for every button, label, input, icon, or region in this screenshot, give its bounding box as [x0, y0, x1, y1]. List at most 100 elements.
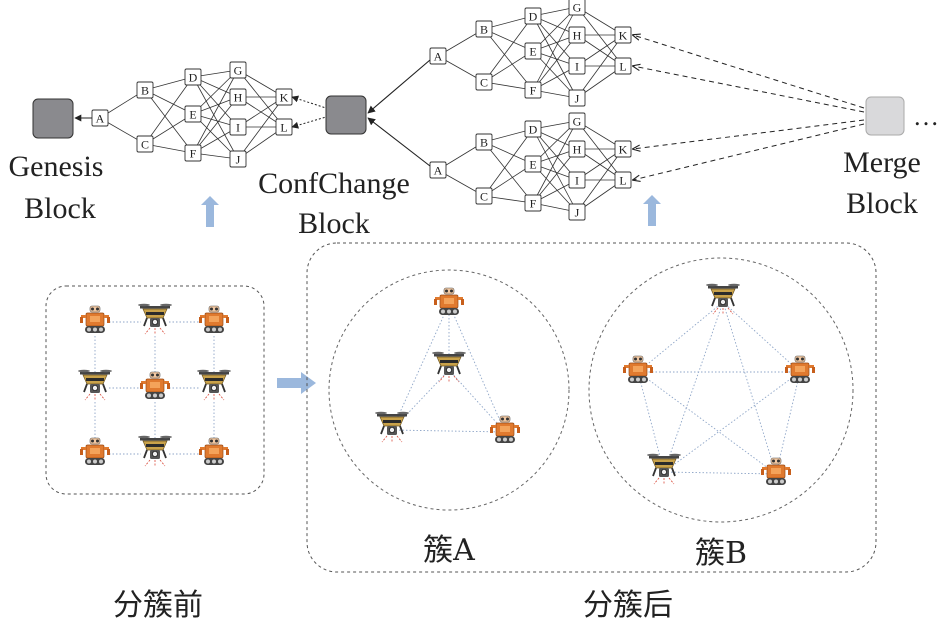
svg-text:D: D	[529, 123, 538, 137]
up-arrow-left	[201, 196, 219, 227]
svg-text:I: I	[575, 174, 579, 188]
after-cluster-box	[306, 242, 877, 573]
svg-text:E: E	[529, 45, 536, 59]
dag-3: A B C D E F GH I J K L	[429, 112, 632, 221]
dag-node-k: K	[614, 140, 632, 158]
genesis-block	[32, 98, 74, 139]
cluster-b-label: 簇B	[695, 536, 747, 571]
dag-node-c: C	[475, 73, 493, 91]
svg-text:K: K	[619, 143, 628, 157]
svg-text:H: H	[573, 29, 582, 43]
dag-node-a: A	[429, 47, 447, 65]
genesis-label-line1: Genesis	[9, 150, 104, 183]
svg-text:G: G	[234, 64, 243, 78]
svg-text:E: E	[529, 158, 536, 172]
svg-text:L: L	[619, 174, 626, 188]
cluster-a-robots	[374, 287, 521, 444]
cluster-b-robots	[622, 282, 816, 486]
grid-robots	[77, 302, 232, 468]
svg-text:L: L	[619, 60, 626, 74]
block-links	[74, 35, 865, 180]
svg-text:F: F	[190, 147, 197, 161]
drone-robot-icon	[374, 410, 410, 444]
cluster-b-circle	[588, 257, 854, 523]
svg-text:C: C	[141, 138, 149, 152]
svg-text:H: H	[234, 91, 243, 105]
dag-node-h: H	[229, 88, 247, 106]
before-clustering-caption: 分簇前	[113, 588, 203, 622]
up-arrow-right	[643, 195, 661, 226]
ground-robot-icon	[784, 355, 816, 384]
dag-node-f: F	[184, 144, 202, 162]
dag-node-d: D	[184, 68, 202, 86]
svg-text:A: A	[434, 164, 443, 178]
drone-robot-icon	[137, 434, 173, 468]
confchange-block	[325, 95, 367, 135]
cluster-a-label: 簇A	[423, 533, 475, 568]
dag-node-e: E	[524, 155, 542, 173]
merge-block	[865, 96, 905, 136]
dag-node-c: C	[475, 187, 493, 205]
dag-node-k: K	[275, 88, 293, 106]
svg-text:G: G	[573, 1, 582, 15]
ellipsis: …	[913, 102, 939, 131]
svg-text:I: I	[575, 60, 579, 74]
genesis-label-line2: Block	[24, 192, 96, 225]
svg-text:B: B	[480, 136, 488, 150]
svg-text:B: B	[480, 23, 488, 37]
svg-text:H: H	[573, 143, 582, 157]
svg-text:C: C	[480, 76, 488, 90]
ground-robot-icon	[139, 371, 171, 400]
dag-node-l: L	[275, 118, 293, 136]
dag-node-d: D	[524, 120, 542, 138]
svg-text:J: J	[575, 206, 580, 220]
svg-text:F: F	[530, 197, 537, 211]
cluster-a-circle	[328, 269, 570, 511]
confchange-label-line2: Block	[298, 207, 370, 240]
drone-robot-icon	[137, 302, 173, 336]
dag-node-g: G	[229, 61, 247, 79]
dag-2: A B C D E F GH I J K L	[429, 0, 632, 107]
svg-text:C: C	[480, 190, 488, 204]
ground-robot-icon	[79, 305, 111, 334]
dag-node-f: F	[524, 194, 542, 212]
dag-node-d: D	[524, 7, 542, 25]
dag-node-k: K	[614, 26, 632, 44]
dag-node-b: B	[475, 133, 493, 151]
dag-node-i: I	[229, 118, 247, 136]
svg-text:I: I	[236, 121, 240, 135]
dag-node-g: G	[568, 112, 586, 130]
dag-node-l: L	[614, 171, 632, 189]
dag-node-g: G	[568, 0, 586, 16]
drone-robot-icon	[431, 350, 467, 384]
dag-node-i: I	[568, 57, 586, 75]
svg-text:D: D	[529, 10, 538, 24]
dag-node-e: E	[524, 42, 542, 60]
drone-robot-icon	[196, 368, 232, 402]
drone-robot-icon	[77, 368, 113, 402]
svg-text:F: F	[530, 84, 537, 98]
svg-text:J: J	[236, 153, 241, 167]
dag-node-a: A	[429, 161, 447, 179]
merge-label-line2: Block	[846, 187, 918, 220]
dag-node-e: E	[184, 105, 202, 123]
ground-robot-icon	[433, 287, 465, 316]
dag-node-b: B	[136, 81, 154, 99]
dag-node-j: J	[229, 150, 247, 168]
dag-node-b: B	[475, 20, 493, 38]
ground-robot-icon	[622, 355, 654, 384]
svg-text:B: B	[141, 84, 149, 98]
svg-text:J: J	[575, 92, 580, 106]
svg-text:K: K	[619, 29, 628, 43]
dag-node-c: C	[136, 135, 154, 153]
svg-text:D: D	[189, 71, 198, 85]
confchange-label-line1: ConfChange	[258, 167, 410, 200]
ground-robot-icon	[760, 457, 792, 486]
drone-robot-icon	[646, 452, 682, 486]
svg-text:L: L	[280, 121, 287, 135]
dag-node-i: I	[568, 171, 586, 189]
svg-text:G: G	[573, 115, 582, 129]
